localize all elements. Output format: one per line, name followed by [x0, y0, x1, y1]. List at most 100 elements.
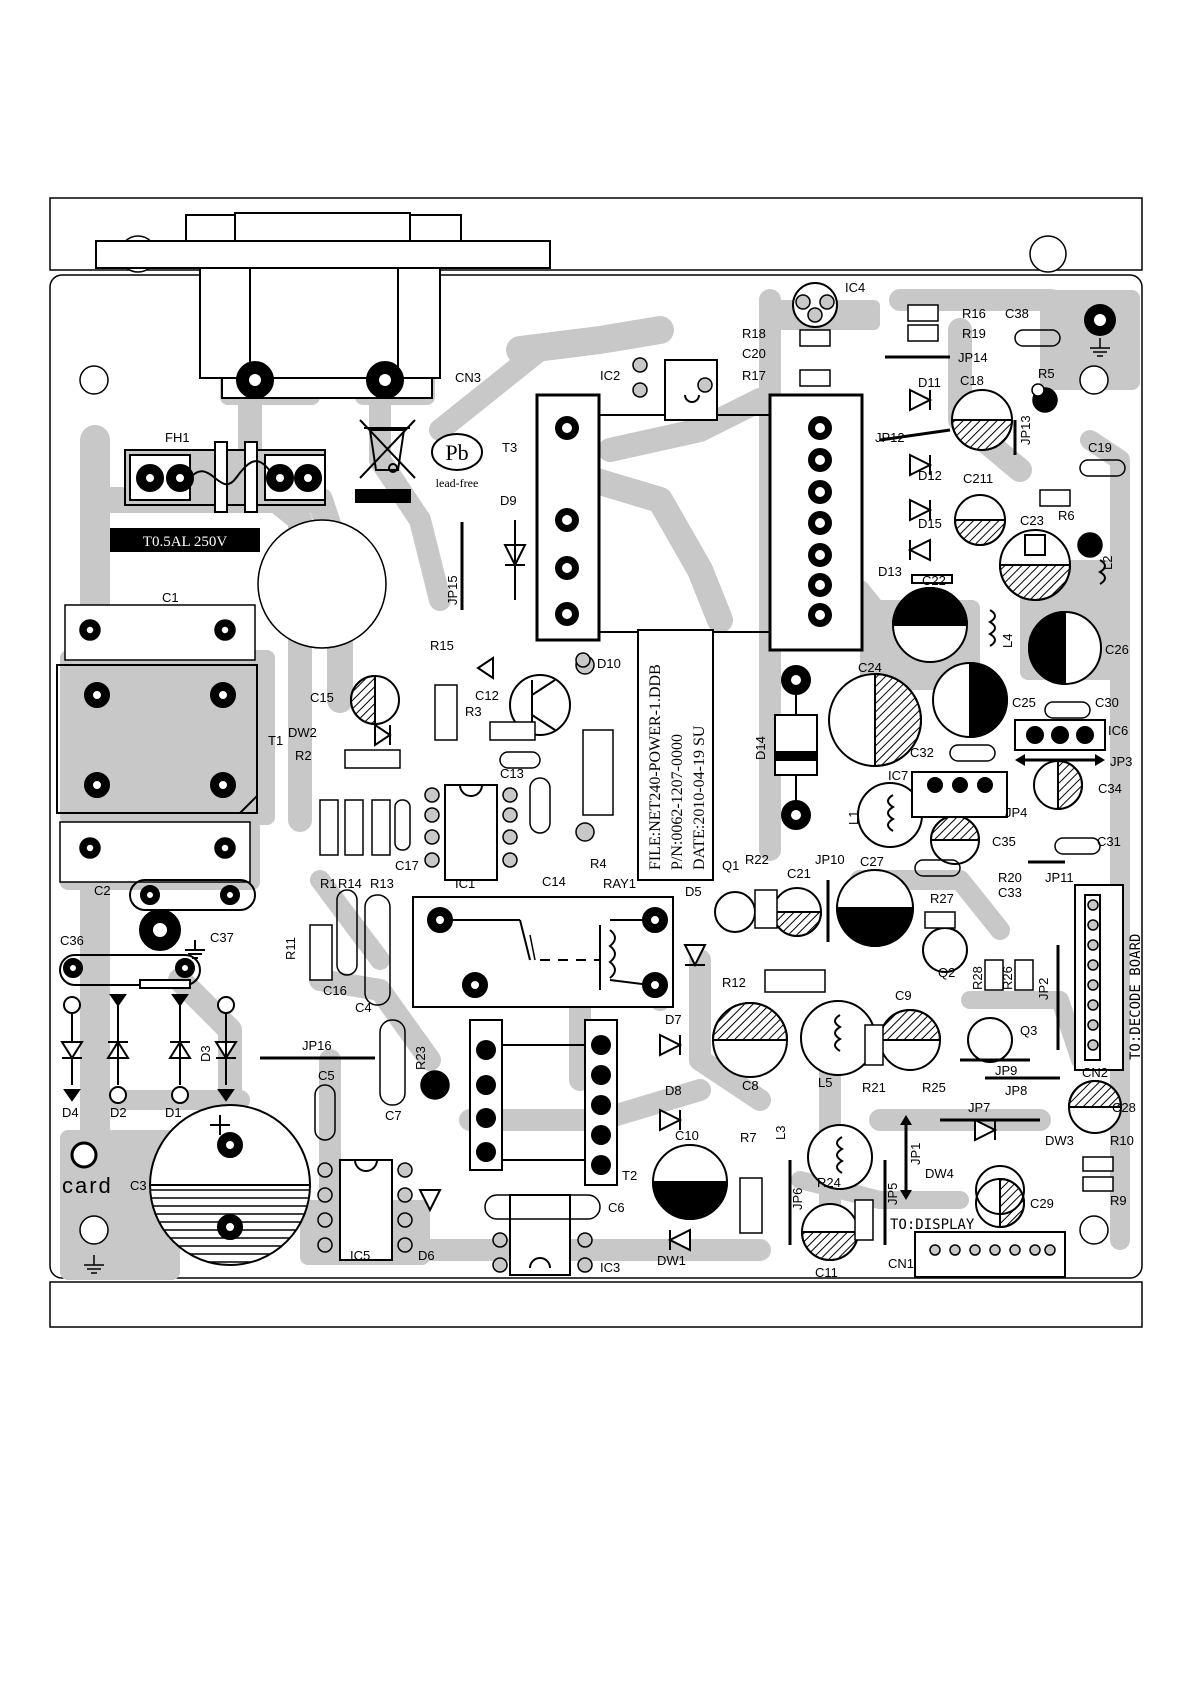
ref-R5: R5 — [1038, 366, 1055, 381]
ref-T1: T1 — [268, 733, 283, 748]
ref-D4: D4 — [62, 1105, 79, 1120]
misc-packages — [792, 282, 1046, 584]
part-number: P/N:0062-1207-0000 — [669, 734, 686, 870]
lead-free-text: lead-free — [436, 476, 479, 490]
ref-C21: C21 — [787, 866, 811, 881]
ref-R3: R3 — [465, 704, 482, 719]
ref-C12: C12 — [475, 688, 499, 703]
ref-L3: L3 — [773, 1126, 788, 1140]
ic-pins — [317, 357, 713, 1273]
ref-IC7: IC7 — [888, 768, 908, 783]
ref-IC5: IC5 — [350, 1248, 370, 1263]
ref-JP11: JP11 — [1045, 870, 1074, 885]
t2-pins — [476, 1035, 611, 1175]
ref-R10: R10 — [1110, 1133, 1134, 1148]
ref-L1: L1 — [846, 811, 861, 825]
ref-JP16: JP16 — [302, 1038, 332, 1053]
ref-JP13: JP13 — [1018, 415, 1033, 445]
ref-R25: R25 — [922, 1080, 946, 1095]
connector-cn1 — [914, 1231, 1066, 1278]
ref-R21: R21 — [862, 1080, 886, 1095]
ref-C17: C17 — [395, 858, 419, 873]
c37-c36-group — [59, 879, 256, 989]
ref-DW4: DW4 — [925, 1166, 954, 1181]
ref-R9: R9 — [1110, 1193, 1127, 1208]
ref-C2: C2 — [94, 883, 111, 898]
bridge-diodes — [60, 994, 238, 1104]
ref-C25: C25 — [1012, 695, 1036, 710]
ref-JP3: JP3 — [1110, 754, 1132, 769]
ref-labels: IC4 R16 R19 C38 R18 C20 JP14 IC2 R17 CN3… — [60, 280, 1136, 1280]
t3-pin-holes — [562, 423, 825, 620]
pb-symbol: Pb — [445, 440, 468, 465]
ic-packages — [339, 359, 718, 1276]
ref-C211: C211 — [963, 471, 993, 486]
ref-IC4: IC4 — [845, 280, 865, 295]
ref-D1: D1 — [165, 1105, 182, 1120]
electrolytic-capacitors — [350, 389, 1123, 1261]
ref-JP10: JP10 — [815, 852, 845, 867]
ref-R1: R1 — [320, 876, 337, 891]
ref-Q1: Q1 — [722, 858, 739, 873]
ref-JP9: JP9 — [995, 1063, 1017, 1078]
ref-JP6: JP6 — [790, 1188, 805, 1210]
ref-C29: C29 — [1030, 1196, 1054, 1211]
ref-JP12: JP12 — [875, 430, 905, 445]
ref-C31: C31 — [1097, 834, 1121, 849]
ref-D3: D3 — [198, 1045, 213, 1062]
ref-R28: R28 — [970, 966, 985, 990]
ref-CN3: CN3 — [455, 370, 481, 385]
ground-icon — [84, 338, 1110, 1274]
ref-C23: C23 — [1020, 513, 1044, 528]
ref-C13: C13 — [500, 766, 524, 781]
card-marker-ring — [70, 1141, 98, 1169]
ref-C26: C26 — [1105, 642, 1129, 657]
ref-FH1: FH1 — [165, 430, 190, 445]
ref-C22: C22 — [922, 573, 946, 588]
ref-R13: R13 — [370, 876, 394, 891]
ref-C5: C5 — [318, 1068, 335, 1083]
connector-cn3 — [95, 212, 551, 399]
ref-C11: C11 — [815, 1265, 838, 1280]
ref-JP8: JP8 — [1005, 1083, 1027, 1098]
ref-R2: R2 — [295, 748, 312, 763]
ref-D9: D9 — [500, 493, 517, 508]
transistors — [509, 674, 1025, 1215]
ref-D14: D14 — [753, 736, 768, 760]
fuse-rating: T0.5AL 250V — [143, 534, 228, 550]
card-label: card — [62, 1173, 113, 1198]
ref-C38: C38 — [1005, 306, 1029, 321]
ref-L5: L5 — [818, 1075, 832, 1090]
ic6-block — [911, 719, 1106, 818]
ref-C9: C9 — [895, 988, 912, 1003]
misc-pads — [420, 294, 1103, 1100]
ref-D8: D8 — [665, 1083, 682, 1098]
cn2-pins — [1087, 899, 1099, 1051]
ref-JP7: JP7 — [968, 1100, 990, 1115]
ceramic-capacitors — [314, 329, 1126, 1220]
ref-R19: R19 — [962, 326, 986, 341]
ref-D6: D6 — [418, 1248, 435, 1263]
ref-DW3: DW3 — [1045, 1133, 1074, 1148]
ref-R15: R15 — [430, 638, 454, 653]
lead-free-logo: Pb lead-free — [431, 433, 483, 490]
ref-C32: C32 — [910, 745, 934, 760]
ref-D10: D10 — [597, 656, 621, 671]
ref-JP14: JP14 — [958, 350, 988, 365]
inductors — [800, 559, 1106, 1190]
ref-C18: C18 — [960, 373, 984, 388]
ref-R27: R27 — [930, 891, 954, 906]
ref-D13: D13 — [878, 564, 902, 579]
ref-D12: D12 — [918, 468, 942, 483]
ref-DW1: DW1 — [657, 1253, 686, 1268]
ref-R26: R26 — [1000, 966, 1015, 990]
ref-C3: C3 — [130, 1178, 147, 1193]
enclosure-outline — [49, 197, 1143, 1328]
ref-IC1: IC1 — [455, 876, 475, 891]
cn1-pins — [929, 1244, 1056, 1256]
ref-Q2: Q2 — [938, 965, 955, 980]
ref-R7: R7 — [740, 1130, 757, 1145]
ref-C4: C4 — [355, 1000, 372, 1015]
ref-R20: R20 — [998, 870, 1022, 885]
ref-R17: R17 — [742, 368, 766, 383]
